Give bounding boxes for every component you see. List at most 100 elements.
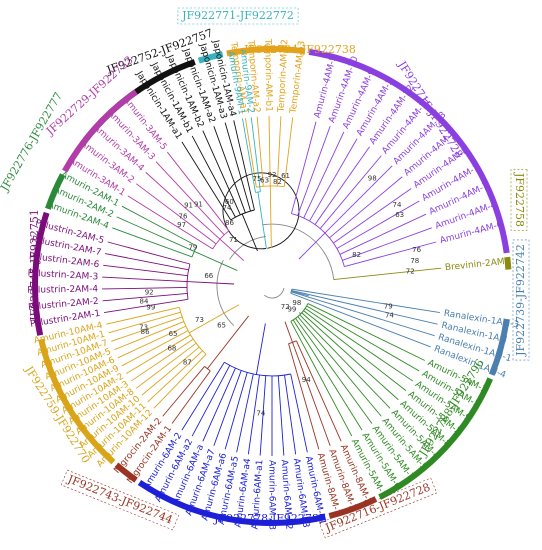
clade-ring [32, 46, 512, 526]
clade-label: JF922745-JF922751 [28, 209, 41, 322]
leaf-branch [130, 338, 194, 382]
leaf-branch [135, 342, 197, 389]
clade-label-text: JF922776-JF922777 [0, 90, 65, 194]
bootstrap-value: 74 [256, 410, 265, 418]
clade-stem [284, 321, 293, 343]
backbone-branch [229, 235, 266, 260]
clade-stem [291, 290, 309, 297]
bootstrap-value: 91 [194, 200, 203, 208]
leaf-branch [339, 213, 427, 255]
leaf-branch [224, 372, 248, 450]
bootstrap-value: 74 [385, 311, 394, 319]
bootstrap-value: 71 [229, 236, 238, 244]
clade-label-text: JF922778-JF922787 [213, 512, 326, 525]
bootstrap-value: 99 [287, 306, 296, 314]
leaf-branch [290, 321, 353, 437]
leaf-branch [268, 116, 271, 187]
leaf-branch [141, 346, 200, 396]
leaf-branch [155, 161, 225, 236]
clade-label-box [512, 239, 530, 361]
leaf-branch [202, 368, 236, 442]
leaf-branch [276, 116, 282, 187]
clade-ring-segment [197, 51, 224, 64]
clade-stem [194, 251, 238, 271]
bootstrap-value: 97 [177, 221, 186, 229]
bootstrap-value: 63 [395, 211, 404, 219]
clade-stem [207, 315, 249, 370]
bootstrap-value: 75 [253, 175, 262, 183]
leaf-branch [244, 118, 257, 188]
leaf-branch [121, 205, 198, 247]
bootstrap-value: 91 [184, 201, 193, 209]
clade-label-text: JF922739-JF922742 [514, 244, 527, 357]
leaf-branch [224, 122, 251, 212]
clade-label: JF922778-JF922787 [213, 512, 326, 525]
bootstrap-value: 86 [225, 219, 234, 227]
leaf-branch [102, 276, 188, 283]
leaf-branch [166, 151, 230, 232]
leaf-branch [191, 135, 236, 218]
leaf-branch [135, 183, 217, 245]
leaf-branch [181, 362, 225, 431]
bootstrap-value: 73 [195, 316, 204, 324]
leaf-branch [247, 375, 260, 455]
leaf-branch [295, 318, 373, 424]
bootstrap-value: 72 [406, 267, 415, 275]
clade-ring-segment [62, 89, 138, 173]
clade-ring-segment [114, 462, 138, 483]
leaf-branch [290, 291, 435, 337]
leaf-branch [329, 176, 403, 239]
clade-label-box [60, 469, 180, 531]
leaf-branch [299, 314, 391, 409]
tree-branches [102, 116, 442, 456]
leaf-branch [126, 334, 191, 374]
leaf-branch [202, 130, 241, 215]
bootstrap-value: 82 [352, 251, 361, 259]
leaf-branch [105, 253, 189, 271]
leaf-branch [290, 121, 317, 214]
clade-label-box [318, 477, 438, 539]
bootstrap-value: 79 [384, 302, 393, 310]
clade-stem [269, 186, 272, 249]
leaf-branch [102, 287, 188, 290]
leaf-branch [181, 141, 232, 221]
leaf-branch [306, 305, 420, 372]
bootstrap-value: 72 [281, 303, 290, 311]
bootstrap-value: 65 [217, 321, 226, 329]
clade-stem [298, 232, 326, 260]
clade-ring-segment [378, 377, 493, 500]
bootstrap-value: 66 [204, 272, 213, 280]
leaf-branch [233, 120, 255, 211]
clade-stem [255, 323, 266, 375]
leaf-branch [297, 126, 331, 216]
leaf-label: Amurin-6AM-a1 [251, 459, 266, 529]
clade-label: JF922776-JF922777 [0, 90, 65, 194]
clade-stem [189, 304, 240, 334]
leaf-branch [147, 350, 203, 403]
leaf-branch [102, 292, 188, 302]
clade-stem [241, 213, 258, 252]
leaf-branch [213, 370, 242, 446]
leaf-branch [103, 264, 188, 277]
leaf-branch [307, 303, 425, 361]
leaf-label: Amurin-6AM-b2 [279, 459, 294, 530]
leaf-branch [250, 117, 261, 192]
bootstrap-value: 87 [183, 358, 192, 366]
leaf-branch [290, 373, 308, 453]
leaf-branch [297, 316, 382, 417]
leaf-branch [256, 116, 264, 187]
leaf-branch [292, 342, 331, 446]
clade-ring-segment [308, 48, 510, 254]
bootstrap-value: 92 [268, 171, 277, 179]
clade-stem [257, 191, 267, 249]
leaf-branch [290, 292, 431, 348]
clade-stem [187, 281, 235, 285]
clade-label-text: JF922758 [513, 172, 526, 227]
bootstrap-value: 65 [169, 330, 178, 338]
backbone-branch [264, 287, 285, 299]
leaf-branch [283, 117, 294, 187]
backbone-branch [216, 259, 235, 326]
leaf-branch [295, 340, 342, 442]
leaf-branch [236, 373, 254, 453]
